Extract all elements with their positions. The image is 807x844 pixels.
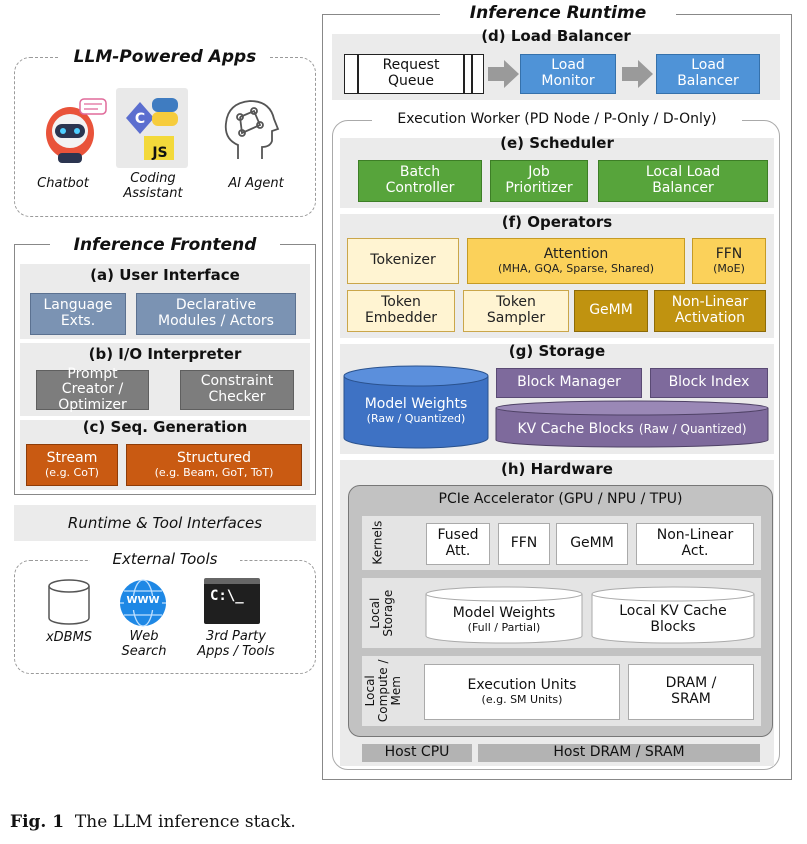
kv-cache-label: KV Cache Blocks bbox=[517, 421, 634, 437]
arrow-right-icon-2 bbox=[622, 58, 654, 90]
kernels-label: Kernels bbox=[370, 521, 385, 565]
request-queue-label: Request Queue bbox=[382, 57, 440, 89]
model-weights-label: Model Weights bbox=[364, 396, 468, 412]
external-tools-title: External Tools bbox=[90, 550, 240, 568]
stream-sub: (e.g. CoT) bbox=[45, 465, 99, 479]
svg-text:C: C bbox=[135, 111, 145, 127]
job-prioritizer-box: Job Prioritizer bbox=[490, 160, 588, 202]
pcie-accelerator-label: PCIe Accelerator (GPU / NPU / TPU) bbox=[438, 491, 683, 507]
structured-box: Structured (e.g. Beam, GoT, ToT) bbox=[126, 444, 302, 486]
operators-title: (f) Operators bbox=[501, 213, 613, 231]
execution-units-label: Execution Units bbox=[467, 677, 577, 693]
kernels-label-wrap: Kernels bbox=[362, 516, 394, 570]
figure-text: The LLM inference stack. bbox=[74, 812, 296, 832]
token-embedder-box: Token Embedder bbox=[347, 290, 455, 332]
queue-right-slot-1 bbox=[463, 55, 465, 93]
coding-assistant-icon: C bbox=[116, 88, 188, 168]
arrow-right-icon bbox=[488, 58, 520, 90]
batch-controller-box: Batch Controller bbox=[358, 160, 482, 202]
storage-title: (g) Storage bbox=[508, 342, 606, 360]
gemm-box: GeMM bbox=[574, 290, 648, 332]
hardware-title: (h) Hardware bbox=[501, 460, 613, 478]
ffn-label: FFN bbox=[715, 246, 743, 262]
tokenizer-box: Tokenizer bbox=[347, 238, 459, 284]
user-interface-title: (a) User Interface bbox=[90, 266, 240, 284]
token-sampler-box: Token Sampler bbox=[463, 290, 569, 332]
ffn-sub: (MoE) bbox=[713, 261, 745, 275]
inference-frontend-title: Inference Frontend bbox=[50, 235, 280, 255]
hw-model-weights-label: Model Weights bbox=[452, 605, 556, 621]
xdbms-label: xDBMS bbox=[45, 630, 93, 645]
block-index-box: Block Index bbox=[650, 368, 768, 398]
hw-model-weights-sub: (Full / Partial) bbox=[467, 620, 541, 634]
runtime-tool-interfaces-bar: Runtime & Tool Interfaces bbox=[14, 505, 316, 541]
coding-assistant-label: Coding Assistant bbox=[123, 171, 183, 201]
attention-sub: (MHA, GQA, Sparse, Shared) bbox=[497, 261, 654, 275]
js-badge: JS bbox=[152, 145, 168, 161]
inference-runtime-title: Inference Runtime bbox=[440, 3, 676, 23]
model-weights-label-box: Model Weights (Raw / Quantized) bbox=[342, 384, 490, 438]
local-storage-label: Local Storage bbox=[367, 589, 395, 637]
chatbot-icon bbox=[42, 95, 108, 165]
terminal-prompt: C:\_ bbox=[210, 588, 244, 604]
chatbot-label: Chatbot bbox=[37, 176, 89, 191]
model-weights-cylinder bbox=[342, 364, 490, 450]
language-exts-box: Language Exts. bbox=[30, 293, 126, 335]
llm-apps-title: LLM-Powered Apps bbox=[60, 47, 270, 67]
host-cpu-box: Host CPU bbox=[362, 744, 472, 762]
web-search-label: Web Search bbox=[121, 629, 167, 659]
figure-label: Fig. 1 bbox=[10, 812, 65, 832]
attention-box: Attention (MHA, GQA, Sparse, Shared) bbox=[467, 238, 685, 284]
scheduler-title: (e) Scheduler bbox=[500, 134, 614, 152]
queue-right-slot-2 bbox=[471, 55, 473, 93]
load-balancer-title: (d) Load Balancer bbox=[481, 27, 631, 45]
attention-label: Attention bbox=[543, 246, 609, 262]
hw-gemm-box: GeMM bbox=[556, 523, 628, 565]
kv-cache-cylinder bbox=[494, 400, 770, 450]
constraint-checker-box: Constraint Checker bbox=[180, 370, 294, 410]
hw-model-weights-text: Model Weights (Full / Partial) bbox=[424, 598, 584, 642]
hw-model-weights-cylinder bbox=[424, 586, 584, 644]
local-storage-label-wrap: Local Storage bbox=[362, 578, 402, 648]
host-dram-box: Host DRAM / SRAM bbox=[478, 744, 760, 762]
local-compute-label-wrap: Local Compute / Mem bbox=[362, 656, 406, 726]
load-balancer-box: Load Balancer bbox=[656, 54, 760, 94]
kv-cache-sub: (Raw / Quantized) bbox=[638, 422, 747, 436]
ai-agent-label: AI Agent bbox=[228, 176, 284, 191]
ffn-box: FFN (MoE) bbox=[692, 238, 766, 284]
execution-worker-title: Execution Worker (PD Node / P-Only / D-O… bbox=[372, 111, 742, 127]
local-kv-label: Local KV Cache Blocks bbox=[619, 603, 727, 635]
block-manager-box: Block Manager bbox=[496, 368, 642, 398]
structured-label: Structured bbox=[176, 450, 251, 466]
ai-agent-icon bbox=[218, 95, 282, 165]
io-interpreter-title: (b) I/O Interpreter bbox=[88, 345, 242, 363]
non-linear-activation-box: Non-Linear Activation bbox=[654, 290, 766, 332]
execution-units-sub: (e.g. SM Units) bbox=[481, 692, 563, 706]
local-compute-label: Local Compute / Mem bbox=[363, 659, 404, 723]
model-weights-sub: (Raw / Quantized) bbox=[366, 411, 466, 425]
kv-cache-label-box: KV Cache Blocks (Raw / Quantized) bbox=[494, 418, 770, 437]
fused-att-box: Fused Att. bbox=[426, 523, 490, 565]
request-queue-box: Request Queue bbox=[344, 54, 484, 94]
stream-label: Stream bbox=[46, 450, 98, 466]
declarative-modules-box: Declarative Modules / Actors bbox=[136, 293, 296, 335]
queue-left-slot bbox=[357, 55, 359, 93]
www-label: WWW bbox=[126, 595, 160, 606]
figure-caption: Fig. 1 The LLM inference stack. bbox=[10, 812, 296, 832]
globe-icon bbox=[118, 578, 168, 628]
database-icon bbox=[46, 578, 92, 626]
load-monitor-box: Load Monitor bbox=[520, 54, 616, 94]
seq-generation-title: (c) Seq. Generation bbox=[82, 418, 248, 436]
local-load-balancer-box: Local Load Balancer bbox=[598, 160, 768, 202]
terminal-icon bbox=[204, 578, 260, 624]
prompt-creator-box: Prompt Creator / Optimizer bbox=[36, 366, 149, 413]
non-linear-act-box: Non-Linear Act. bbox=[636, 523, 754, 565]
execution-units-box: Execution Units (e.g. SM Units) bbox=[424, 664, 620, 720]
third-party-label: 3rd Party Apps / Tools bbox=[197, 629, 275, 659]
structured-sub: (e.g. Beam, GoT, ToT) bbox=[154, 465, 274, 479]
dram-sram-box: DRAM / SRAM bbox=[628, 664, 754, 720]
local-kv-cylinder bbox=[590, 586, 756, 644]
hw-ffn-box: FFN bbox=[498, 523, 550, 565]
stream-box: Stream (e.g. CoT) bbox=[26, 444, 118, 486]
